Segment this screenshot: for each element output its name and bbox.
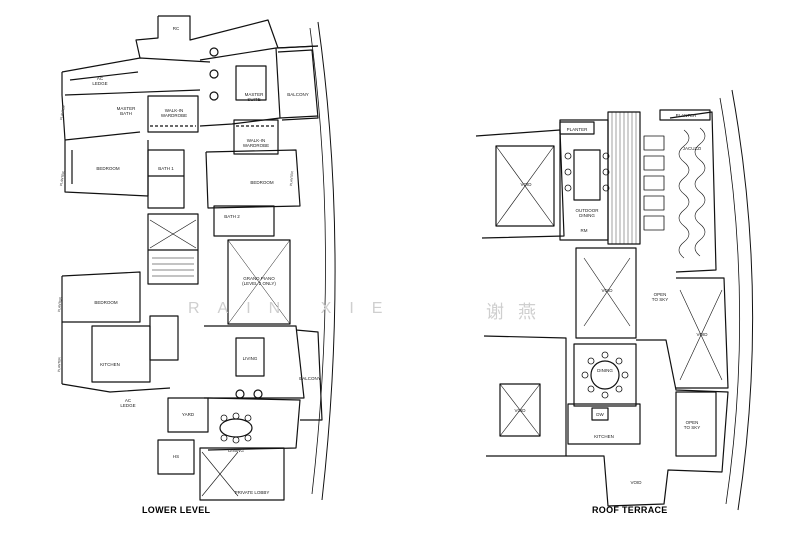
lower-level-planter-labels: PLANTER PLANTER PLANTER PLANTER PLANTER xyxy=(57,104,294,372)
room-label-dining-roof: DINING xyxy=(597,368,613,373)
room-label-planter-e: PLANTER xyxy=(57,357,62,373)
room-label-balcony-top: BALCONY xyxy=(287,92,309,97)
roof-terrace-plan xyxy=(475,89,754,511)
room-label-jacuzzi: JACUZZI xyxy=(683,146,702,151)
room-label-void-4: VOID xyxy=(514,408,526,413)
room-label-bedroom-right: BEDROOM xyxy=(250,180,274,185)
room-label-hs: HS xyxy=(173,454,179,459)
room-label-bath-2: BATH 2 xyxy=(224,214,240,219)
room-label-void-3: VOID xyxy=(696,332,708,337)
room-label-planter-b: PLANTER xyxy=(59,170,66,186)
room-label-void-5: VOID xyxy=(630,480,642,485)
room-label-kitchen-roof: KITCHEN xyxy=(594,434,614,439)
room-label-planter-c: PLANTER xyxy=(289,170,294,186)
room-label-grand-piano: GRAND PIANO(LEVEL 2 ONLY) xyxy=(242,276,276,286)
room-label-planter-a: PLANTER xyxy=(59,104,66,120)
lower-level-caption: LOWER LEVEL xyxy=(142,505,211,515)
room-label-living: LIVING xyxy=(243,356,258,361)
room-label-void-2: VOID xyxy=(601,288,613,293)
room-label-kitchen: KITCHEN xyxy=(100,362,120,367)
room-label-planter-1: PLANTER xyxy=(567,127,589,132)
room-label-bath-1: BATH 1 xyxy=(158,166,174,171)
room-label-bedroom-mid: BEDROOM xyxy=(94,300,118,305)
room-label-rc: RC xyxy=(173,26,180,31)
room-label-balcony-bottom: BALCONY xyxy=(299,376,321,381)
watermark-chinese: 谢燕 xyxy=(486,302,550,323)
room-label-yard: YARD xyxy=(182,412,195,417)
lower-level-plan xyxy=(61,15,336,501)
roof-terrace-caption: ROOF TERRACE xyxy=(592,505,668,515)
room-label-planter-2: PLANTER xyxy=(676,113,698,118)
watermark-latin: RAIN XIE xyxy=(188,300,401,317)
room-label-void-1: VOID xyxy=(520,182,532,187)
room-label-private-lobby: PRIVATE LOBBY xyxy=(235,490,270,495)
room-label-planter-d: PLANTER xyxy=(57,296,63,312)
room-label-bedroom-left: BEDROOM xyxy=(96,166,120,171)
room-label-dw: DW xyxy=(596,412,604,417)
room-label-rm: RM xyxy=(581,228,588,233)
room-label-dining: DINING xyxy=(228,448,244,453)
